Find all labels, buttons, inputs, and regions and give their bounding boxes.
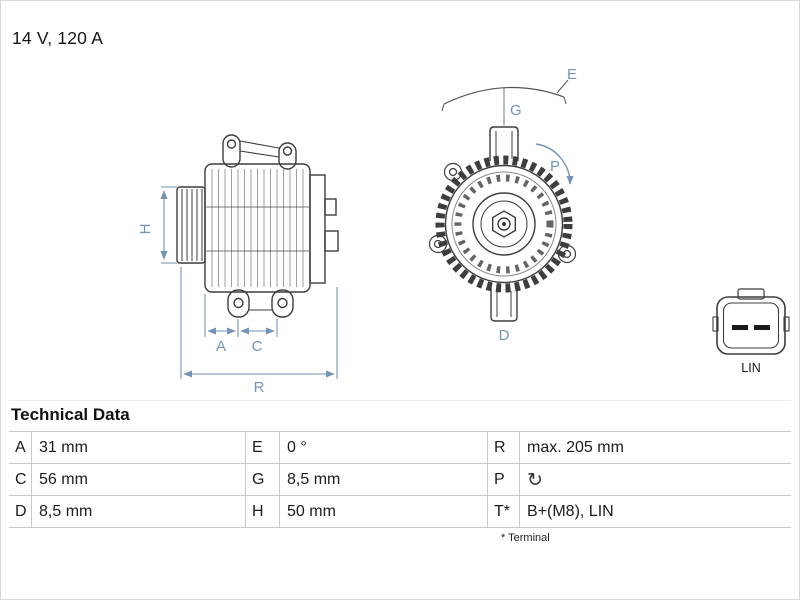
rear-housing [309, 174, 339, 284]
spec-value: 31 mm [32, 432, 246, 464]
dim-label-p: P [550, 158, 560, 175]
spec-value: 0 ° [280, 432, 488, 464]
spec-key: T* [488, 496, 520, 528]
alternator-body [204, 163, 311, 293]
spec-value: B+(M8), LIN [520, 496, 791, 528]
section-title: Technical Data [9, 400, 791, 432]
spec-key: E [246, 432, 280, 464]
spec-key: R [488, 432, 520, 464]
spec-key: H [246, 496, 280, 528]
connector-lin-label: LIN [741, 361, 760, 375]
side-view-dimensions [160, 186, 338, 379]
spec-key: G [246, 464, 280, 496]
spec-value: max. 205 mm [520, 432, 791, 464]
mounting-ears [428, 162, 577, 264]
spec-value: 50 mm [280, 496, 488, 528]
dim-label-r: R [254, 379, 265, 396]
spec-value: 8,5 mm [280, 464, 488, 496]
spec-key: A [9, 432, 32, 464]
terminal-footnote: * Terminal [501, 532, 550, 544]
dim-label-g: G [510, 102, 522, 119]
spec-value: 56 mm [32, 464, 246, 496]
dim-label-c: C [252, 338, 263, 355]
spec-value: 8,5 mm [32, 496, 246, 528]
top-bracket [489, 126, 519, 161]
toothed-rim [435, 155, 573, 293]
front-view-reference-lines [441, 79, 574, 185]
top-mounting-lugs [222, 134, 297, 170]
pulley [176, 186, 206, 264]
bottom-mounting-lugs [227, 289, 294, 318]
spec-key: D [9, 496, 32, 528]
shaft-nut [492, 210, 516, 238]
rotation-direction-icon: ↻ [520, 464, 791, 496]
spec-key: P [488, 464, 520, 496]
lin-connector-icon [712, 288, 790, 355]
dim-label-d: D [499, 327, 510, 344]
alternator-side-view [176, 134, 339, 318]
dim-label-a: A [216, 338, 226, 355]
dim-label-e: E [567, 66, 577, 83]
technical-data-section: Technical Data A 31 mm E 0 ° R max. 205 … [9, 400, 791, 544]
spec-key: C [9, 464, 32, 496]
bottom-tab [490, 287, 518, 322]
product-rating: 14 V, 120 A [12, 28, 104, 48]
spec-table: A 31 mm E 0 ° R max. 205 mm C 56 mm G 8,… [9, 432, 791, 528]
alternator-front-view [428, 126, 577, 322]
dim-label-h: H [137, 224, 154, 235]
technical-drawings: H A C R [137, 66, 790, 396]
